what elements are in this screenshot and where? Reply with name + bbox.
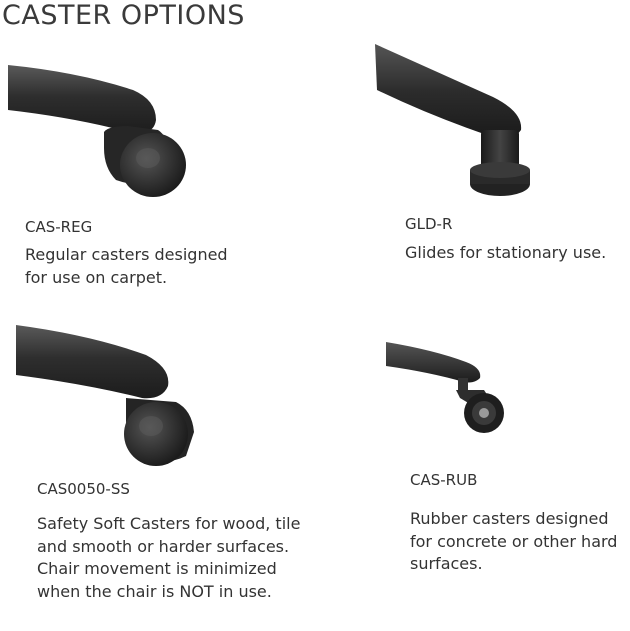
description-line: for concrete or other hard — [410, 531, 618, 551]
description-line: Glides for stationary use. — [405, 243, 607, 262]
product-description: Regular casters designed for use on carp… — [25, 244, 228, 289]
regular-caster-icon — [8, 65, 186, 197]
product-code: CAS-RUB — [410, 471, 478, 489]
description-line: and smooth or harder surfaces. — [37, 536, 290, 556]
description-line: for use on carpet. — [25, 267, 168, 287]
product-code: CAS0050-SS — [37, 480, 130, 498]
description-line: when the chair is NOT in use. — [37, 581, 272, 601]
product-description: Glides for stationary use. — [405, 242, 606, 265]
description-line: Safety Soft Casters for wood, tile — [37, 514, 301, 533]
description-line: Chair movement is minimized — [37, 559, 277, 578]
glide-icon — [375, 44, 530, 196]
description-line: Regular casters designed — [25, 245, 228, 264]
product-description: Safety Soft Casters for wood, tile and s… — [37, 513, 300, 603]
description-line: surfaces. — [410, 554, 483, 573]
product-description: Rubber casters designed for concrete or … — [410, 508, 617, 576]
product-code: GLD-R — [405, 215, 453, 233]
safety-soft-caster-icon — [16, 325, 194, 466]
description-line: Rubber casters designed — [410, 509, 609, 528]
rubber-caster-icon — [386, 342, 504, 433]
product-code: CAS-REG — [25, 218, 93, 236]
page-title: CASTER OPTIONS — [2, 0, 245, 31]
